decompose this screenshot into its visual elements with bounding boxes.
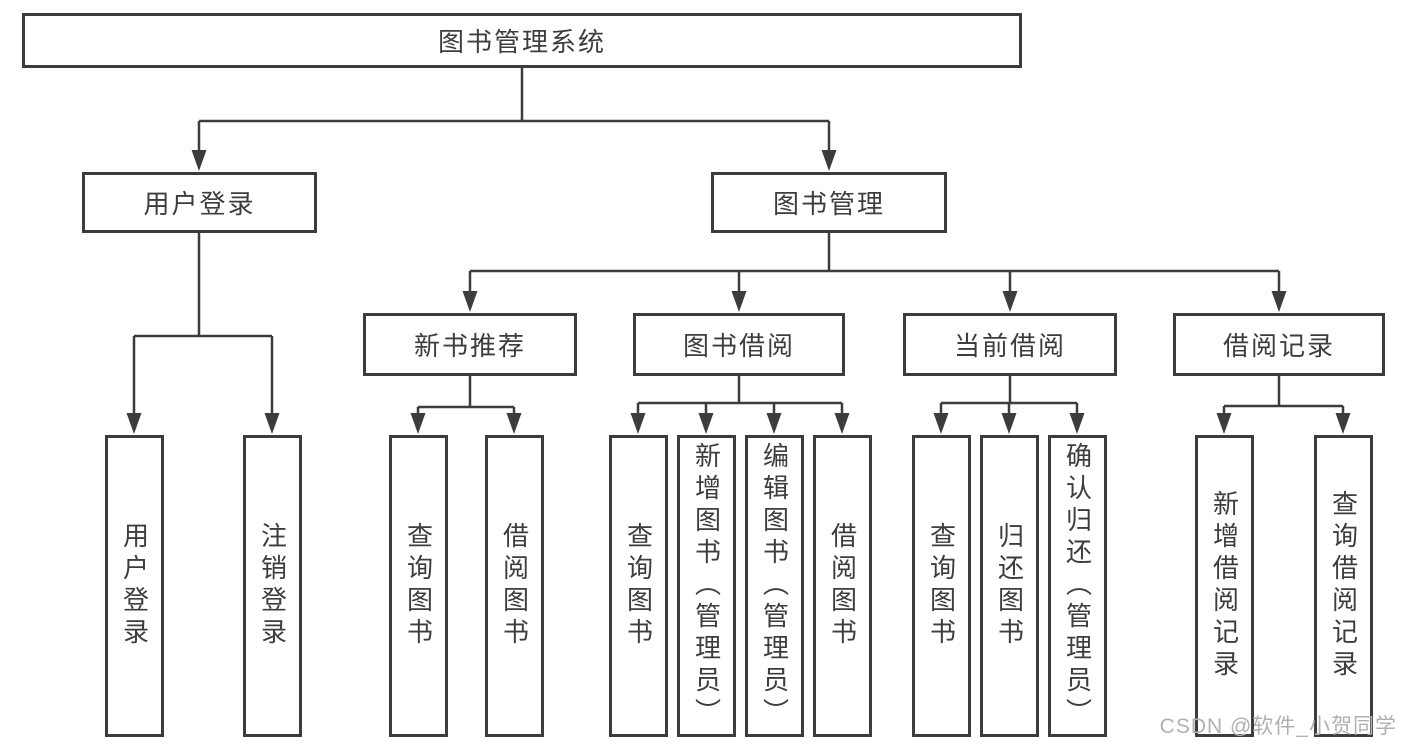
arrow-down-icon — [1216, 413, 1232, 434]
arrow-down-icon — [1001, 413, 1017, 434]
node-new-book-recommend: 新书推荐 — [363, 313, 577, 376]
arrow-down-icon — [933, 413, 949, 434]
leaf-newbook-borrow-books: 借阅图书 — [485, 435, 544, 737]
leaf-logout: 注销登录 — [243, 435, 302, 737]
csdn-watermark: CSDN @软件_小贺同学 — [1159, 715, 1397, 738]
node-user-login: 用户登录 — [82, 172, 317, 233]
leaf-current-query-books: 查询图书 — [912, 435, 971, 737]
connector-user-login-to-leaves — [126, 233, 280, 434]
leaf-borrow-add-books-admin: 新增图书（管理员） — [677, 435, 736, 737]
arrow-down-icon — [630, 413, 646, 434]
arrow-down-icon — [126, 413, 142, 434]
arrow-down-icon — [821, 150, 837, 171]
arrow-down-icon — [1069, 413, 1085, 434]
arrow-down-icon — [410, 413, 426, 434]
arrow-down-icon — [462, 291, 478, 312]
node-book-borrow: 图书借阅 — [633, 313, 845, 376]
node-book-management: 图书管理 — [711, 172, 947, 233]
arrow-down-icon — [1271, 291, 1287, 312]
arrow-down-icon — [506, 413, 522, 434]
connector-borrow-record-to-leaves — [1216, 376, 1351, 434]
arrow-down-icon — [834, 413, 850, 434]
connector-book-borrow-to-leaves — [630, 376, 850, 434]
connector-current-borrow-to-leaves — [933, 376, 1085, 434]
leaf-current-return-books: 归还图书 — [980, 435, 1039, 737]
connector-new-book-to-leaves — [410, 376, 522, 434]
arrow-down-icon — [698, 413, 714, 434]
arrow-down-icon — [731, 291, 747, 312]
leaf-newbook-query-books: 查询图书 — [389, 435, 448, 737]
node-borrow-record: 借阅记录 — [1173, 313, 1385, 376]
arrow-down-icon — [1335, 413, 1351, 434]
leaf-borrow-edit-books-admin: 编辑图书（管理员） — [745, 435, 804, 737]
leaf-record-add-borrow-record: 新增借阅记录 — [1195, 435, 1254, 737]
arrow-down-icon — [766, 413, 782, 434]
node-root-system: 图书管理系统 — [22, 13, 1022, 68]
leaf-current-confirm-return-admin: 确认归还（管理员） — [1048, 435, 1107, 737]
connector-book-mgmt-to-level2 — [462, 233, 1287, 312]
leaf-record-query-borrow-record: 查询借阅记录 — [1314, 435, 1373, 737]
node-current-borrow: 当前借阅 — [903, 313, 1117, 376]
arrow-down-icon — [264, 413, 280, 434]
connector-root-to-level1 — [191, 68, 837, 171]
leaf-borrow-query-books: 查询图书 — [609, 435, 668, 737]
leaf-user-login: 用户登录 — [105, 435, 164, 737]
arrow-down-icon — [191, 150, 207, 171]
leaf-borrow-borrow-books: 借阅图书 — [813, 435, 872, 737]
arrow-down-icon — [1002, 291, 1018, 312]
